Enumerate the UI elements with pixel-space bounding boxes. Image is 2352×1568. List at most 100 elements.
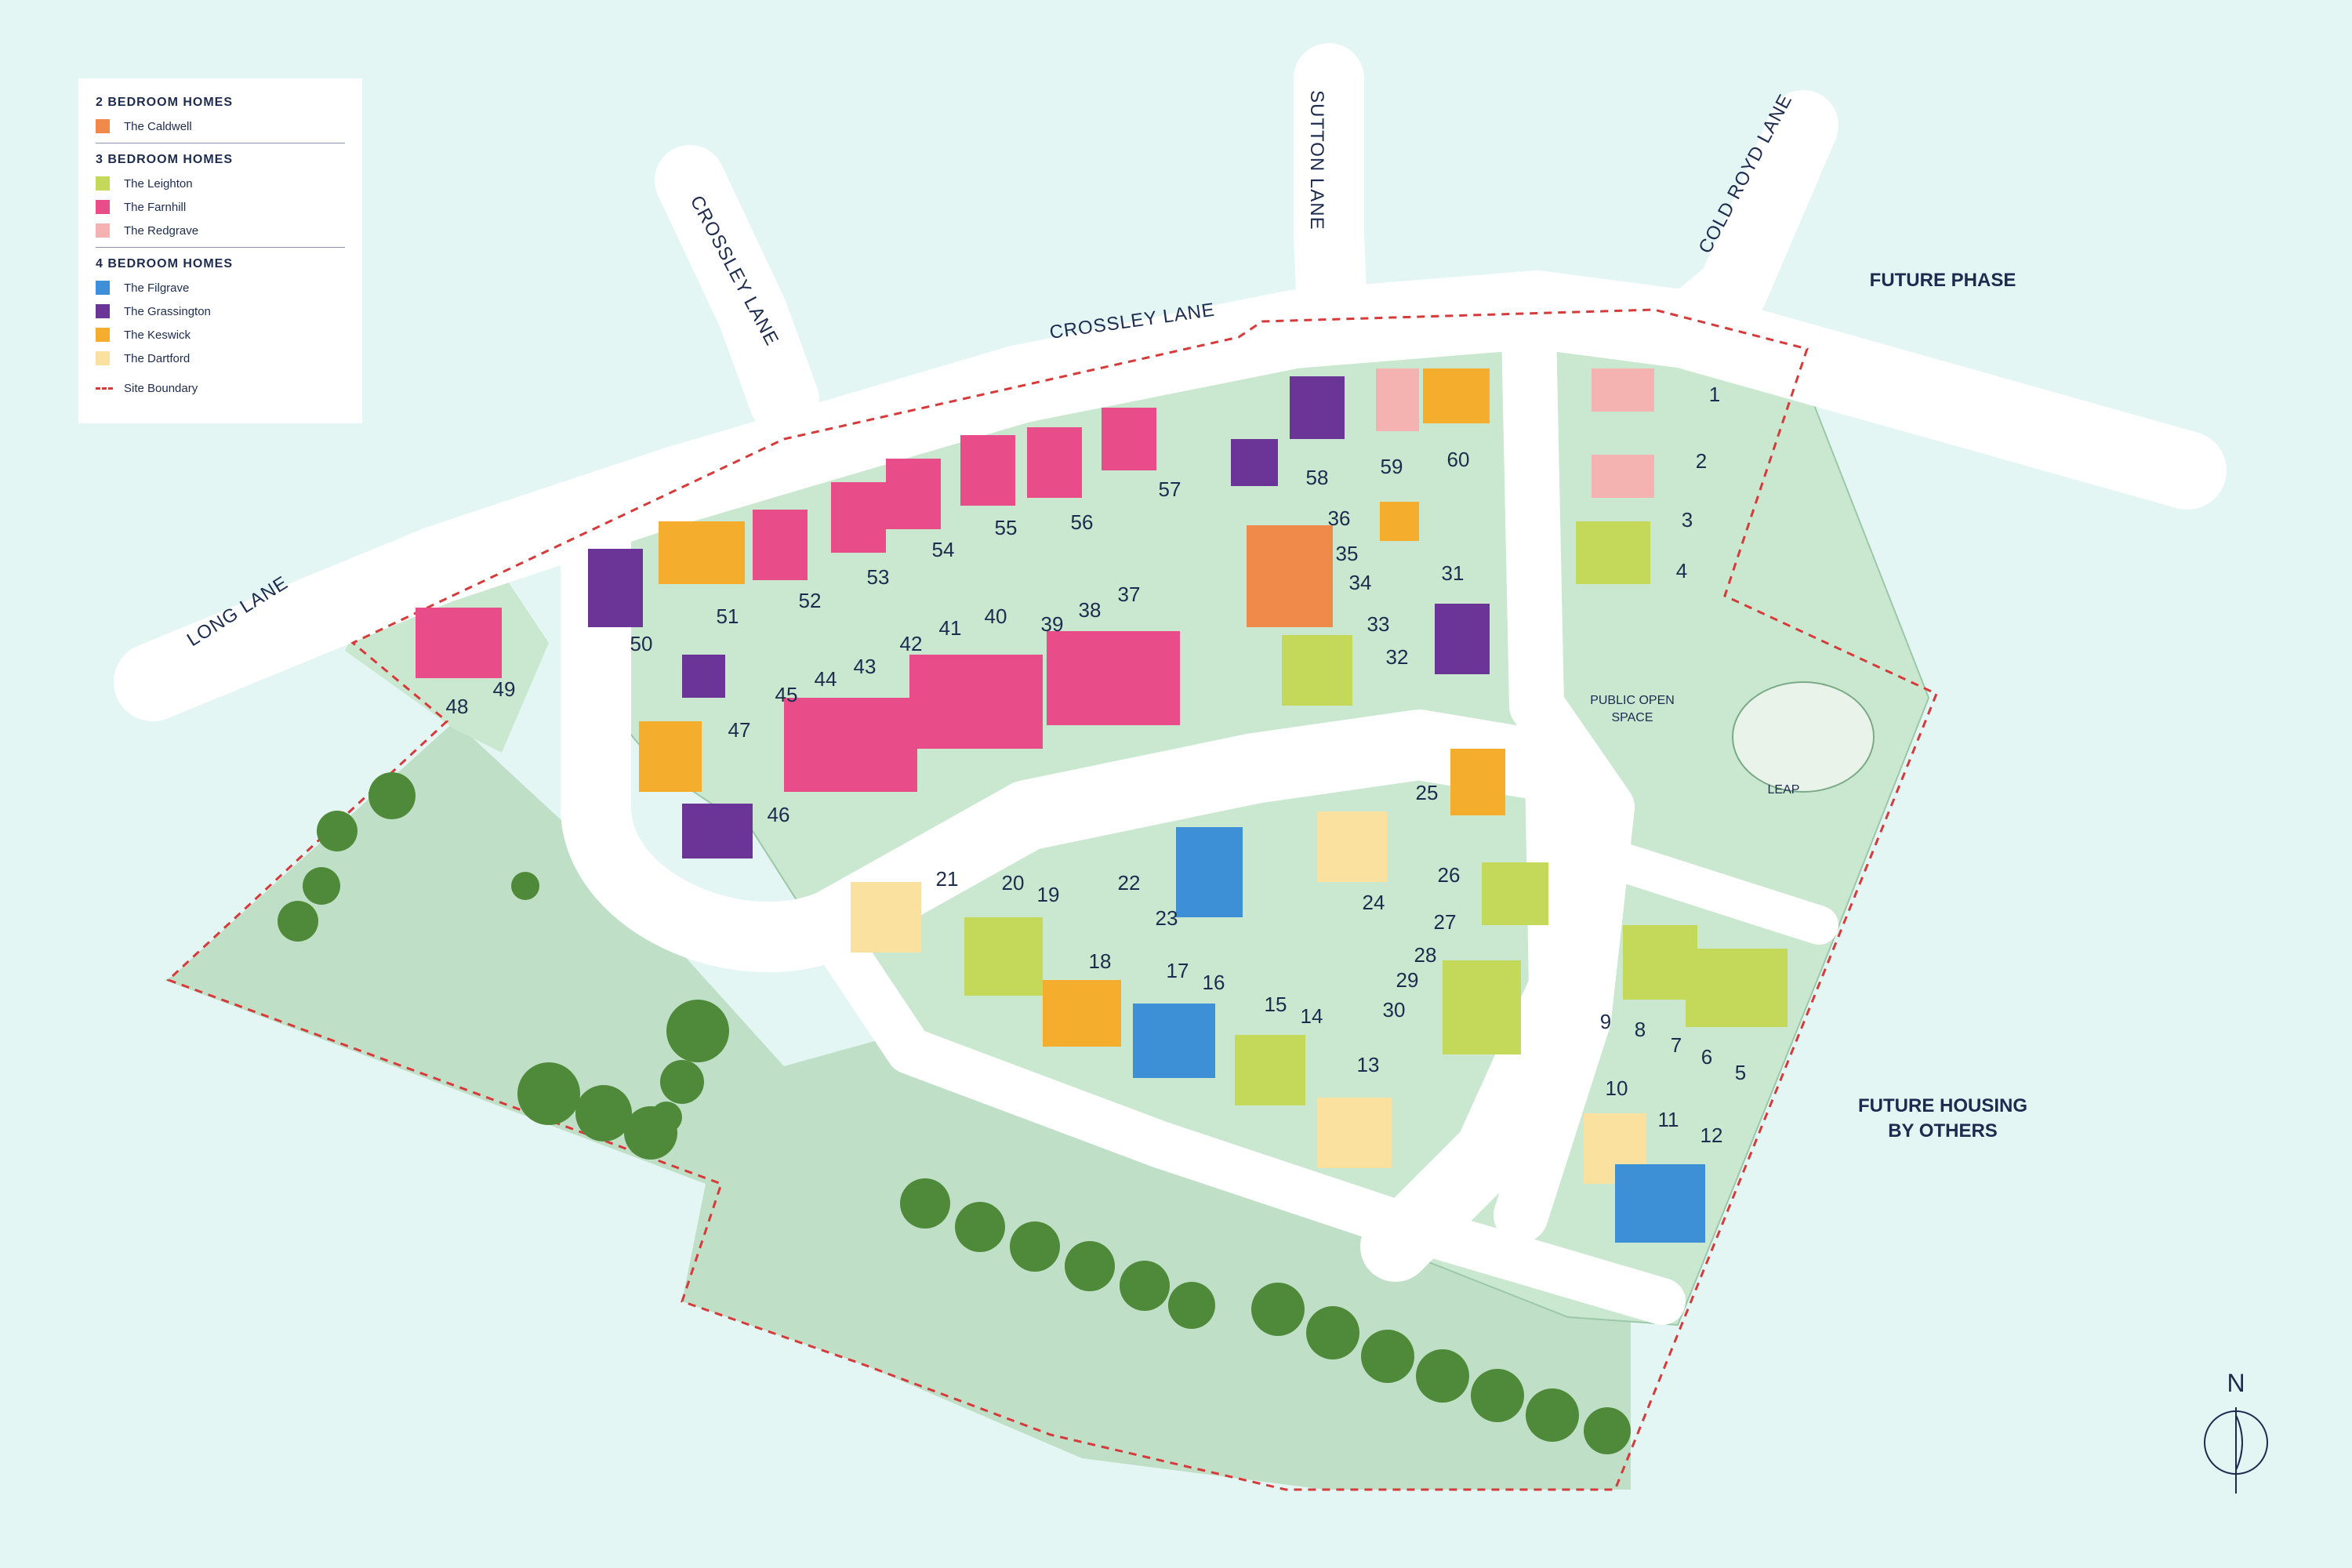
sutton-lane-road bbox=[1294, 43, 1368, 365]
home-farnhill bbox=[1027, 427, 1082, 498]
plot-number: 4 bbox=[1676, 559, 1687, 583]
public-open-space-label-2: SPACE bbox=[1611, 711, 1653, 724]
plot-number: 27 bbox=[1434, 910, 1457, 934]
home-filgrave bbox=[1133, 1004, 1215, 1078]
plot-number: 16 bbox=[1203, 971, 1225, 994]
plot-number: 6 bbox=[1701, 1045, 1712, 1069]
plot-number: 26 bbox=[1438, 863, 1461, 887]
plot-number: 48 bbox=[446, 695, 469, 718]
home-grassington bbox=[588, 549, 643, 627]
home-grassington bbox=[682, 804, 753, 858]
plot-number: 11 bbox=[1658, 1108, 1679, 1131]
legend-swatch bbox=[96, 281, 110, 295]
legend-item: The Keswick bbox=[96, 323, 345, 347]
home-dartford bbox=[1317, 1098, 1392, 1168]
plot-number: 22 bbox=[1118, 871, 1141, 895]
plot-number: 30 bbox=[1383, 998, 1406, 1022]
boundary-swatch bbox=[96, 387, 113, 390]
plot-number: 18 bbox=[1089, 949, 1112, 973]
plot-number: 47 bbox=[728, 718, 751, 742]
plot-number: 46 bbox=[768, 803, 790, 826]
plot-number: 1 bbox=[1709, 383, 1720, 406]
plot-number: 12 bbox=[1700, 1123, 1723, 1147]
plot-number: 54 bbox=[932, 538, 955, 561]
legend-label: The Dartford bbox=[124, 351, 191, 365]
legend-item: The Redgrave bbox=[96, 219, 345, 242]
crossley-lane-spur bbox=[655, 145, 819, 435]
plot-number: 29 bbox=[1396, 968, 1419, 992]
plot-number: 2 bbox=[1696, 449, 1707, 473]
home-farnhill bbox=[909, 655, 1043, 749]
home-filgrave bbox=[1615, 1164, 1705, 1243]
home-leighton bbox=[1623, 925, 1697, 1000]
legend-boundary-item: Site Boundary bbox=[96, 376, 345, 400]
legend-swatch bbox=[96, 200, 110, 214]
plot-number: 17 bbox=[1167, 959, 1189, 982]
plot-number: 3 bbox=[1682, 508, 1693, 532]
plot-number: 28 bbox=[1414, 943, 1437, 967]
plot-number: 24 bbox=[1363, 891, 1385, 914]
plot-number: 42 bbox=[900, 632, 923, 655]
legend-divider bbox=[96, 247, 345, 248]
plot-number: 36 bbox=[1328, 506, 1351, 530]
leap-label: LEAP bbox=[1768, 783, 1800, 797]
home-dartford bbox=[1317, 811, 1388, 882]
future-housing-label-2: BY OTHERS bbox=[1888, 1120, 1998, 1142]
home-keswick bbox=[659, 521, 745, 584]
plot-number: 56 bbox=[1071, 510, 1094, 534]
legend-swatch bbox=[96, 328, 110, 342]
home-farnhill bbox=[831, 482, 886, 553]
compass-label: N bbox=[2227, 1369, 2245, 1397]
legend-item: The Farnhill bbox=[96, 195, 345, 219]
legend-label: The Redgrave bbox=[124, 223, 199, 238]
legend-item: The Filgrave bbox=[96, 276, 345, 299]
home-farnhill bbox=[784, 698, 917, 792]
home-leighton bbox=[1235, 1035, 1305, 1105]
home-grassington bbox=[682, 655, 725, 698]
trees bbox=[278, 772, 1631, 1454]
legend-label: The Grassington bbox=[124, 304, 211, 318]
legend-heading: 2 BEDROOM HOMES bbox=[96, 96, 234, 109]
plot-number: 9 bbox=[1600, 1010, 1611, 1033]
plot-number: 38 bbox=[1079, 598, 1102, 622]
plot-number: 50 bbox=[630, 632, 653, 655]
plot-number: 23 bbox=[1156, 906, 1178, 930]
estate-loop-road bbox=[561, 474, 1599, 1282]
legend-swatch bbox=[96, 119, 110, 133]
plot-number: 8 bbox=[1635, 1018, 1646, 1041]
home-leighton bbox=[1482, 862, 1548, 925]
home-keswick bbox=[1380, 502, 1419, 541]
plot-number: 45 bbox=[775, 683, 798, 706]
home-farnhill bbox=[886, 459, 941, 529]
home-keswick bbox=[1423, 368, 1490, 423]
plot-number: 60 bbox=[1447, 448, 1470, 471]
plot-number: 55 bbox=[995, 516, 1018, 539]
plot-number: 59 bbox=[1381, 455, 1403, 478]
cold-royd-lane-road bbox=[1650, 90, 1838, 365]
cul-de-sac-east bbox=[1603, 843, 1838, 945]
plot-number: 25 bbox=[1416, 781, 1439, 804]
home-leighton bbox=[1686, 949, 1788, 1027]
home-redgrave bbox=[1376, 368, 1419, 431]
legend-heading: 4 BEDROOM HOMES bbox=[96, 257, 234, 270]
plot-number: 34 bbox=[1349, 571, 1372, 594]
legend-swatch bbox=[96, 351, 110, 365]
home-redgrave bbox=[1592, 455, 1654, 498]
estate-spine-road bbox=[1494, 302, 1635, 1243]
home-leighton bbox=[1443, 960, 1521, 1054]
home-redgrave bbox=[1592, 368, 1654, 412]
legend-label: The Farnhill bbox=[124, 200, 187, 214]
plot-number: 52 bbox=[799, 589, 822, 612]
plot-number: 43 bbox=[854, 655, 877, 678]
legend-label: The Keswick bbox=[124, 328, 191, 342]
plot-number: 49 bbox=[493, 677, 516, 701]
home-leighton bbox=[964, 917, 1043, 996]
north-compass: N bbox=[2204, 1369, 2268, 1494]
home-keswick bbox=[1450, 749, 1505, 815]
legend-item: The Leighton bbox=[96, 172, 345, 195]
home-filgrave bbox=[1176, 827, 1243, 917]
home-grassington bbox=[1435, 604, 1490, 674]
